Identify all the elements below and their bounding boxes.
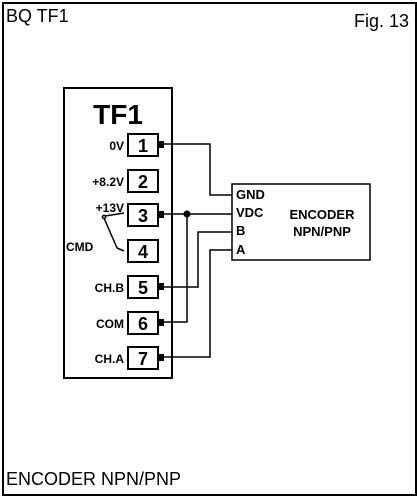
wires [164,143,232,358]
wire-cha-a [164,249,232,358]
terminal-6-label: COM [96,317,124,331]
diagram-caption: ENCODER NPN/PNP [6,469,182,489]
terminal-6-number: 6 [138,314,148,334]
terminal-7-label: CH.A [95,352,125,366]
terminal-7: 7 CH.A [95,346,159,370]
terminal-5-number: 5 [138,278,148,298]
terminal-1: 1 0V [109,133,159,157]
terminal-block-outline [63,87,173,379]
terminal-1-number: 1 [138,136,148,156]
diagram-title: BQ TF1 [6,6,69,26]
terminal-5: 5 CH.B [95,275,159,299]
terminal-3-label: +13V [96,201,124,215]
encoder-pin-a: A [236,242,246,257]
encoder-box [231,183,371,261]
encoder-pin-b: B [236,223,245,238]
terminal-4-label: CMD [66,240,94,254]
terminal-7-number: 7 [138,349,148,369]
terminal-4-number: 4 [138,242,148,262]
encoder-pin-vdc: VDC [236,205,264,220]
terminal-6: 6 COM [96,311,159,335]
encoder-pin-gnd: GND [236,187,265,202]
wire-chb-b [164,231,232,288]
encoder-title-line2: NPN/PNP [293,224,351,239]
terminal-4: 4 CMD [66,239,159,263]
terminal-3-number: 3 [138,206,148,226]
terminal-1-label: 0V [109,139,124,153]
terminal-contact-dots [158,141,164,361]
terminal-5-label: CH.B [95,281,125,295]
wire-0v-gnd [164,143,232,196]
cmd-switch-symbol [101,212,125,252]
terminal-2: 2 +8.2V [92,169,159,193]
terminal-2-number: 2 [138,172,148,192]
junction-dot [183,210,191,218]
wire-bus-com [164,214,188,323]
terminal-block-title: TF1 [93,99,143,130]
encoder-title-line1: ENCODER [289,207,355,222]
terminal-3: 3 +13V [96,201,159,227]
figure-number: Fig. 13 [353,11,409,31]
terminal-2-label: +8.2V [92,175,124,189]
